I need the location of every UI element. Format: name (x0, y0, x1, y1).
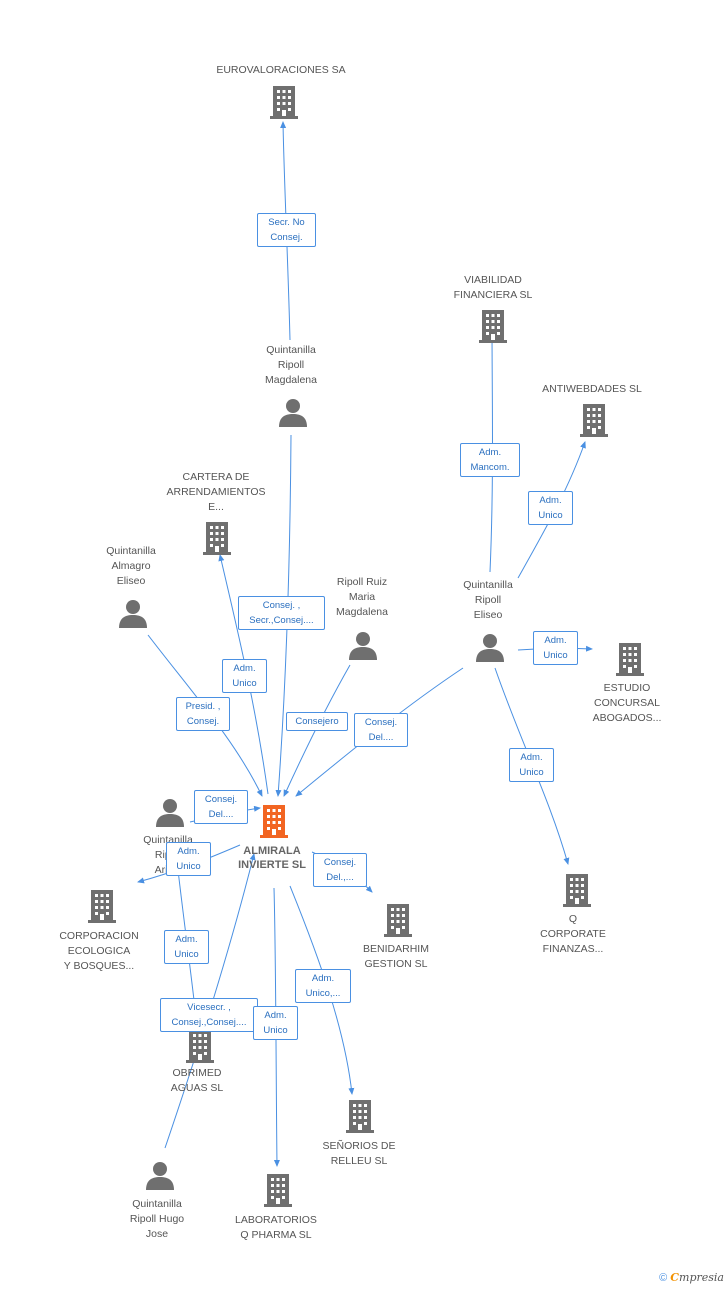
building-icon (614, 641, 646, 682)
edge-role-label[interactable]: Adm. Unico (164, 930, 209, 964)
company-label: ANTIWEBDADES SL (542, 383, 642, 395)
person-icon (475, 632, 505, 667)
company-label: LABORATORIOS Q PHARMA SL (235, 1214, 317, 1241)
edge-role-label[interactable]: Adm. Unico (528, 491, 573, 525)
company-label: ESTUDIO CONCURSAL ABOGADOS... (592, 682, 662, 724)
company-label: VIABILIDAD FINANCIERA SL (453, 274, 533, 301)
company-label: EUROVALORACIONES SA (216, 64, 346, 76)
building-icon (344, 1098, 376, 1139)
person-icon (348, 630, 378, 665)
building-icon (201, 520, 233, 561)
edge-role-label[interactable]: Adm. Unico,... (295, 969, 351, 1003)
edge-role-label[interactable]: Presid. , Consej. (176, 697, 230, 731)
company-label: OBRIMED AGUAS SL (170, 1067, 224, 1094)
person-label: Quintanilla Ripoll Hugo Jose (129, 1198, 185, 1240)
person-label: Ripoll Ruiz Maria Magdalena (336, 576, 388, 618)
person-label: Quintanilla Almagro Eliseo (106, 545, 156, 587)
brand-footer: © Cmpresia (659, 1271, 724, 1284)
company-label: CARTERA DE ARRENDAMIENTOS E... (166, 471, 266, 513)
building-icon (184, 1028, 216, 1069)
building-icon (561, 872, 593, 913)
edge-role-label[interactable]: Consejero (286, 712, 348, 731)
edge-role-label[interactable]: Adm. Unico (533, 631, 578, 665)
edge-role-label[interactable]: Adm. Unico (166, 842, 211, 876)
edge-role-label[interactable]: Vicesecr. , Consej.,Consej.... (160, 998, 258, 1032)
edge-role-label[interactable]: Adm. Unico (253, 1006, 298, 1040)
person-icon (155, 797, 185, 832)
edge-role-label[interactable]: Consej. Del.... (194, 790, 248, 824)
center-building-icon (258, 803, 290, 844)
person-icon (145, 1160, 175, 1195)
company-label: CORPORACION ECOLOGICA Y BOSQUES... (59, 930, 139, 972)
copyright-symbol: © (659, 1272, 668, 1284)
edge-line (489, 321, 496, 573)
edge-role-label[interactable]: Secr. No Consej. (257, 213, 316, 247)
company-label: BENIDARHIM GESTION SL (363, 943, 429, 970)
building-icon (578, 402, 610, 443)
edge-role-label[interactable]: Consej. , Secr.,Consej.... (238, 596, 325, 630)
edge-role-label[interactable]: Adm. Unico (222, 659, 267, 693)
building-icon (382, 902, 414, 943)
edge-role-label[interactable]: Consej. Del.... (354, 713, 408, 747)
building-icon (86, 888, 118, 929)
person-label: Quintanilla Ripoll Eliseo (463, 579, 513, 621)
edge-role-label[interactable]: Adm. Unico (509, 748, 554, 782)
person-icon (118, 598, 148, 633)
edge-role-label[interactable]: Consej. Del.,... (313, 853, 367, 887)
company-label: Q CORPORATE FINANZAS... (540, 913, 606, 955)
person-icon (278, 397, 308, 432)
person-label: Quintanilla Ripoll Magdalena (265, 344, 317, 386)
building-icon (477, 308, 509, 349)
building-icon (268, 84, 300, 125)
brand-logo: Cmpresia (670, 1271, 724, 1284)
edge-line (275, 434, 292, 797)
center-company-label: ALMIRALA INVIERTE SL (238, 845, 306, 871)
company-label: SEÑORIOS DE RELLEU SL (322, 1140, 396, 1167)
edge-role-label[interactable]: Adm. Mancom. (460, 443, 520, 477)
building-icon (262, 1172, 294, 1213)
